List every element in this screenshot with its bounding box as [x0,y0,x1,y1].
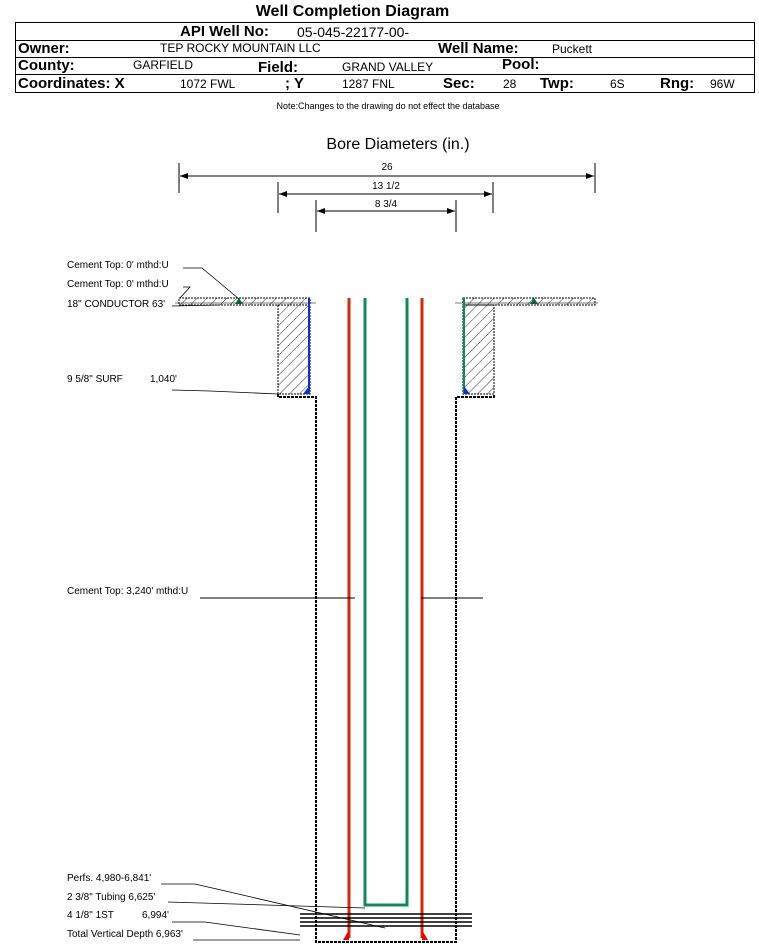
diagram-title: Well Completion Diagram [255,3,450,20]
tvd-label: Total Vertical Depth 6,963' [67,929,183,940]
production-hole [277,394,495,943]
perfs-label: Perfs. 4,980-6,841' [67,873,151,884]
sec-value: 28 [503,77,517,91]
dimension-label: 8 3/4 [375,199,398,210]
cement-top-label: Cement Top: 0' mthd:U [67,260,169,271]
row-divider [16,57,754,58]
cement-top-label: Cement Top: 0' mthd:U [67,279,169,290]
dimension-label: 26 [381,162,393,173]
conductor-cement [178,297,596,395]
api-label: API Well No: [180,23,269,40]
field-label: Field: [258,59,298,76]
conductor-label: 18" CONDUCTOR 63' [67,299,165,310]
dimension-26: 26 [178,162,596,193]
row-divider [16,40,754,41]
coord-y-label: ; Y [285,75,304,92]
twp-value: 6S [610,77,625,91]
well-info-table [15,22,755,93]
coord-y-value: 1287 FNL [342,77,395,91]
coord-x-label: Coordinates: X [18,75,125,92]
owner-label: Owner: [18,40,70,57]
pool-label: Pool: [502,56,540,73]
row-divider [16,74,754,75]
api-value: 05-045-22177-00- [297,24,410,40]
first-string-label: 4 1/8" 1ST [67,910,114,921]
dimension-13-1-2: 13 1/2 [277,181,494,213]
annotation-labels: Cement Top: 0' mthd:U Cement Top: 0' mth… [67,260,188,940]
surface-casing [303,298,470,394]
coord-x-value: 1072 FWL [180,77,236,91]
surface-casing-label: 9 5/8" SURF [67,374,123,385]
leader-lines [161,267,386,941]
dimension-8-3-4: 8 3/4 [315,199,457,232]
owner-value: TEP ROCKY MOUNTAIN LLC [160,41,321,55]
dimension-label: 13 1/2 [372,181,400,192]
cement-top-label: Cement Top: 3,240' mthd:U [67,586,188,597]
well-name-value: Puckett [552,42,593,56]
county-value: GARFIELD [133,58,194,72]
rng-value: 96W [710,77,735,91]
perforations [300,913,472,927]
tubing-label: 2 3/8" Tubing 6,625' [67,892,155,903]
county-label: County: [18,57,75,74]
sec-label: Sec: [443,75,475,92]
well-name-label: Well Name: [438,40,519,57]
field-value: GRAND VALLEY [342,60,434,74]
rng-label: Rng: [660,75,695,92]
tubing [363,298,409,907]
bore-title: Bore Diameters (in.) [326,136,469,153]
surface-casing-depth: 1,040' [150,374,177,385]
note-text: Note:Changes to the drawing do not effec… [276,101,500,111]
twp-label: Twp: [540,75,574,92]
production-casing [343,298,428,940]
first-string-depth: 6,994' [142,910,169,921]
